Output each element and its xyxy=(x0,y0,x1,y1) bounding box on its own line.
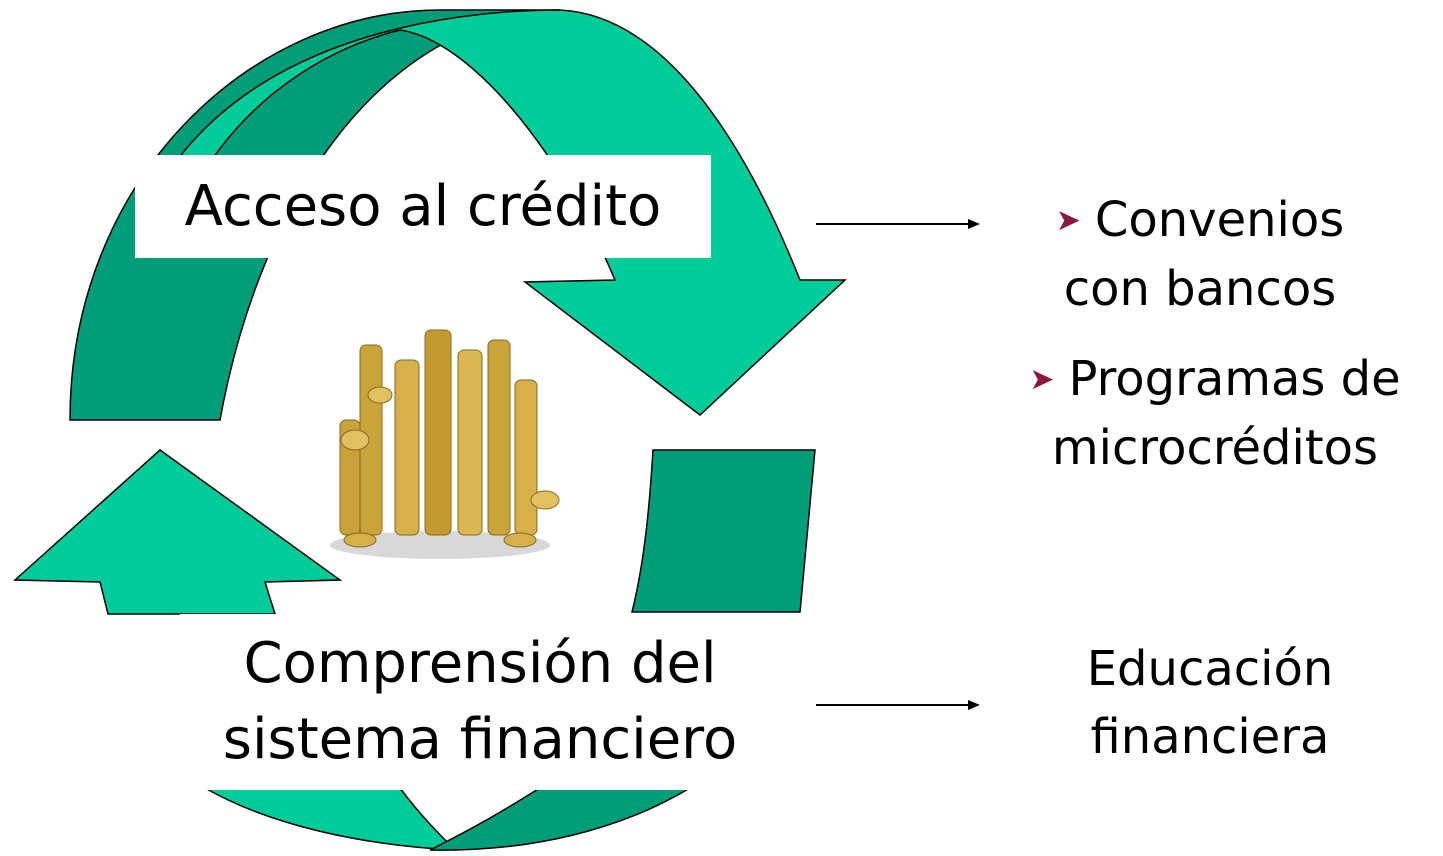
bullet-line2: microcréditos xyxy=(1051,420,1379,476)
top-label-box: Acceso al crédito xyxy=(135,155,711,258)
bullet-item-agreements: ➤ Convenios con bancos xyxy=(1000,186,1400,323)
education-line2: financiera xyxy=(1090,709,1330,765)
bullet-line2: con bancos xyxy=(1063,261,1337,317)
arrow-bullet-icon: ➤ xyxy=(1029,362,1055,397)
coins-stack-image xyxy=(330,329,560,559)
bottom-label-box: Comprensión del sistema financiero xyxy=(180,614,780,790)
understanding-label-line1: Comprensión del xyxy=(243,631,717,696)
top-arc-arrow xyxy=(168,9,847,416)
arrow-bullet-icon: ➤ xyxy=(1055,203,1081,238)
bullet-item-microcredits: ➤ Programas de microcréditos xyxy=(1000,345,1430,482)
education-line1: Educación xyxy=(1086,641,1334,697)
education-text: Educación financiera xyxy=(1000,635,1420,771)
understanding-label-line2: sistema financiero xyxy=(222,707,738,772)
bottom-arc-light xyxy=(202,787,457,851)
bullet-line1: Convenios xyxy=(1094,192,1345,248)
access-credit-label: Acceso al crédito xyxy=(184,174,662,239)
bullet-line1: Programas de xyxy=(1068,351,1401,407)
left-up-arrow xyxy=(13,449,343,615)
bottom-arc-dark xyxy=(429,787,693,851)
connector-arrow-bottom xyxy=(816,700,980,710)
connector-arrow-top xyxy=(816,219,980,229)
right-arc-segment xyxy=(631,449,816,613)
